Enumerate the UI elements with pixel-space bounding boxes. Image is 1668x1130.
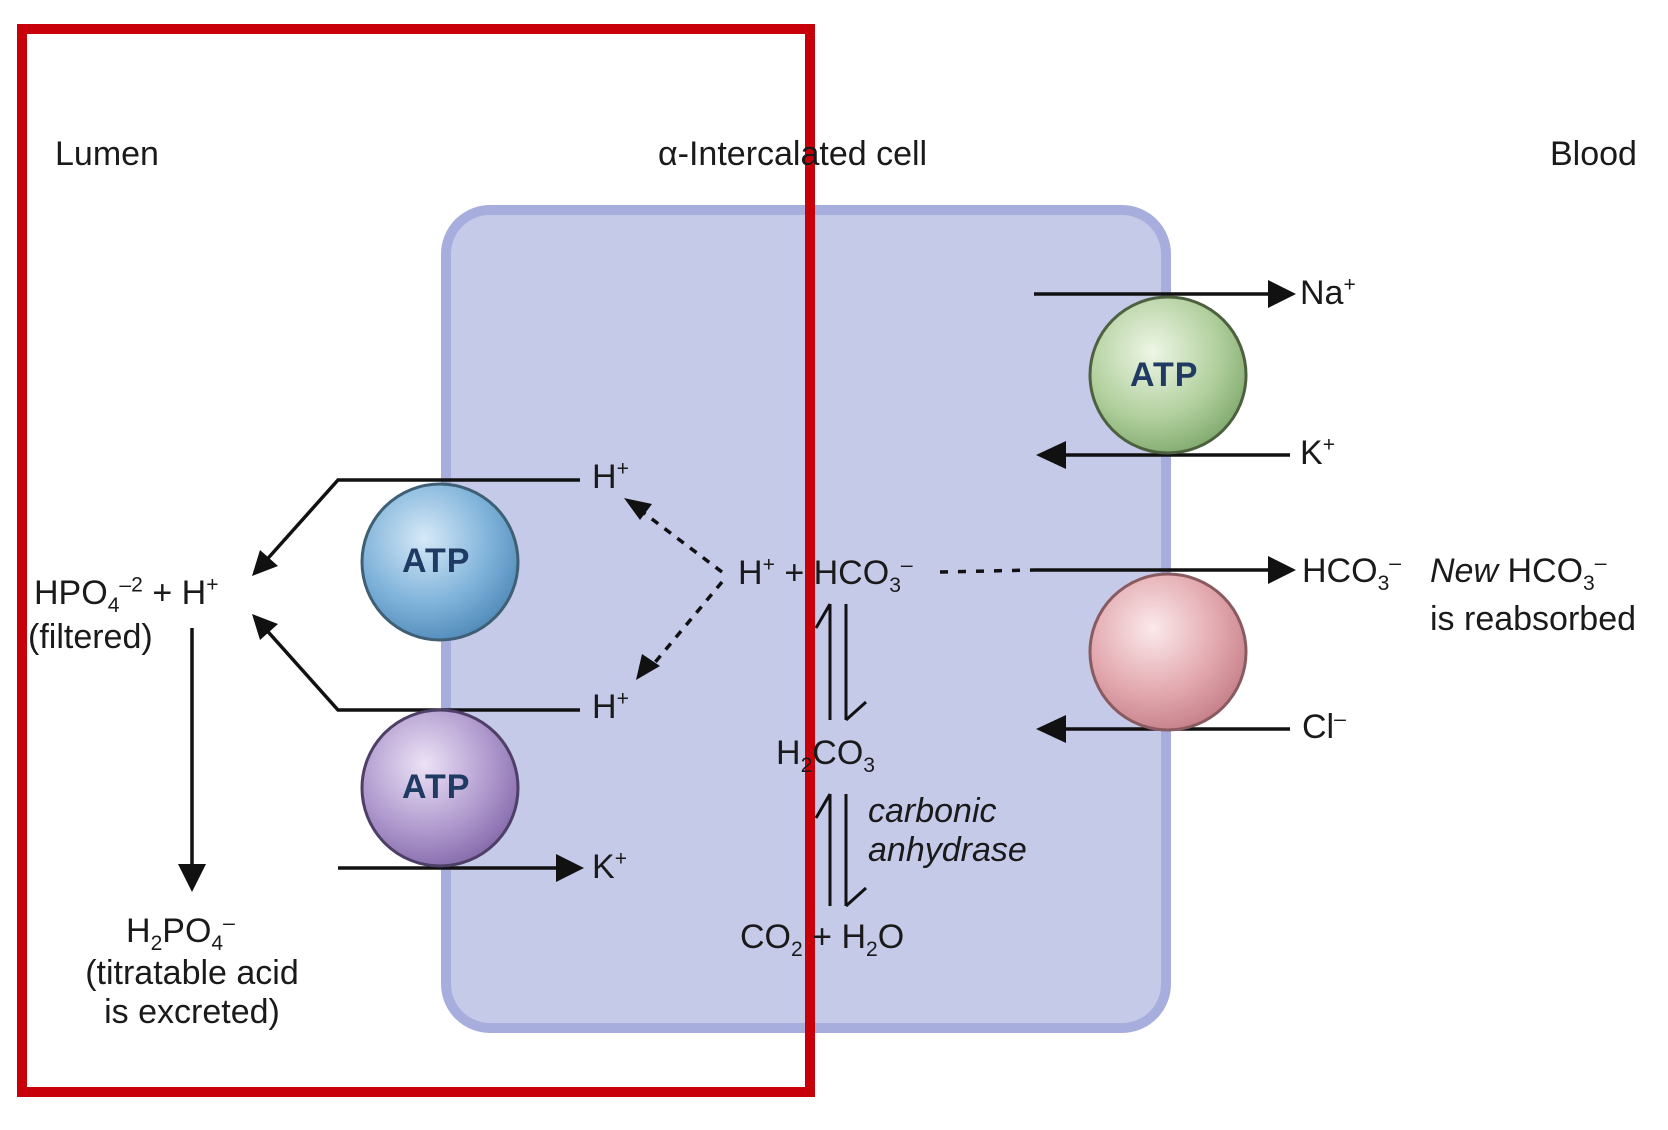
hco3-dashed: [939, 568, 1035, 574]
header-lumen: Lumen: [55, 135, 159, 173]
h-top-label: H+: [592, 457, 629, 496]
h2po4-label: H2PO4–: [126, 911, 235, 955]
header-cell: α-Intercalated cell: [658, 135, 928, 173]
k-blood-label: K+: [1300, 433, 1335, 472]
co2-water-label: CO2 + H2O: [740, 918, 905, 961]
highlight-box: [17, 24, 815, 1097]
titratable-label: (titratable acid is excreted): [85, 954, 299, 1032]
reabsorbed-label: is reabsorbed: [1430, 600, 1637, 638]
atp-pump-purple: [360, 708, 520, 868]
atp-label-purple: ATP: [402, 768, 471, 806]
arrowhead-top: [252, 550, 278, 576]
dashed-arrow-down: [650, 580, 724, 668]
new-hco3-label: New HCO3–: [1430, 551, 1607, 595]
atp-label-green: ATP: [1130, 356, 1199, 394]
header-blood: Blood: [1550, 135, 1637, 173]
carbonic-anhydrase-label: carbonic anhydrase: [868, 792, 1027, 870]
atp-label-blue: ATP: [402, 542, 471, 580]
h2co3-label: H2CO3: [776, 734, 876, 777]
equilibrium-upper: [814, 603, 868, 722]
proton-path-top: [260, 478, 580, 567]
arrowhead-bottom: [252, 614, 278, 640]
dashed-arrow-up: [638, 508, 724, 574]
atp-pump-green: [1088, 295, 1248, 455]
cl-hco3-exchanger: [1088, 572, 1248, 732]
filtered-label: (filtered): [28, 618, 153, 656]
na-label: Na+: [1300, 273, 1356, 312]
hpo4-label: HPO4–2 + H+: [34, 573, 219, 617]
atp-pump-blue: [360, 482, 520, 642]
equilibrium-lower: [814, 793, 868, 908]
hco3-blood-label: HCO3–: [1302, 551, 1402, 595]
cl-label: Cl–: [1302, 707, 1346, 746]
k-left-label: K+: [592, 847, 627, 886]
h-bottom-label: H+: [592, 687, 629, 726]
h-hco3-center-label: H+ + HCO3–: [738, 553, 913, 597]
proton-path-bottom: [260, 623, 580, 712]
